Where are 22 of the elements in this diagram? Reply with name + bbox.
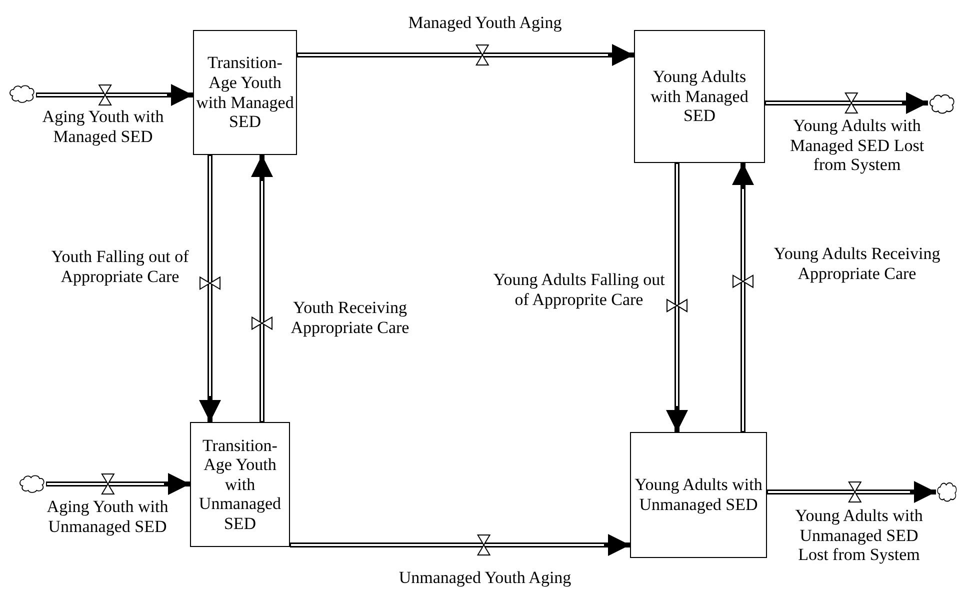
- cloud-icon: [928, 93, 956, 115]
- cloud-icon: [18, 474, 46, 494]
- flow-label: Youth Falling out of Appropriate Care: [50, 247, 190, 286]
- flow-label: Youth Receiving Appropriate Care: [290, 298, 410, 338]
- stock-label: Transition-Age Youth with Unmanaged SED: [198, 434, 282, 535]
- stock-label: Transition-Age Youth with Managed SED: [195, 52, 295, 134]
- flow-label: Young Adults Falling out of Approprite Care: [492, 270, 666, 310]
- stock-box: [190, 422, 290, 547]
- flow-label: Young Adults with Managed SED Lost from System: [788, 116, 926, 175]
- stock-label: Young Adults with Unmanaged SED: [634, 474, 764, 516]
- cloud-icon: [936, 481, 958, 503]
- flow-label: Managed Youth Aging: [407, 13, 563, 33]
- stock-box: [193, 30, 297, 155]
- flow-label: Aging Youth with Unmanaged SED: [46, 497, 170, 536]
- flow-label: Unmanaged Youth Aging: [398, 568, 572, 588]
- stock-label: Young Adults with Managed SED: [650, 66, 750, 128]
- flow-label: Young Adults with Unmanaged SED Lost from System: [794, 506, 924, 565]
- stock-box: [630, 432, 767, 558]
- cloud-icon: [8, 84, 36, 104]
- flow-label: Aging Youth with Managed SED: [41, 107, 165, 146]
- flow-label: Young Adults Receiving Appropriate Care: [772, 244, 942, 284]
- stock-box: [634, 30, 765, 163]
